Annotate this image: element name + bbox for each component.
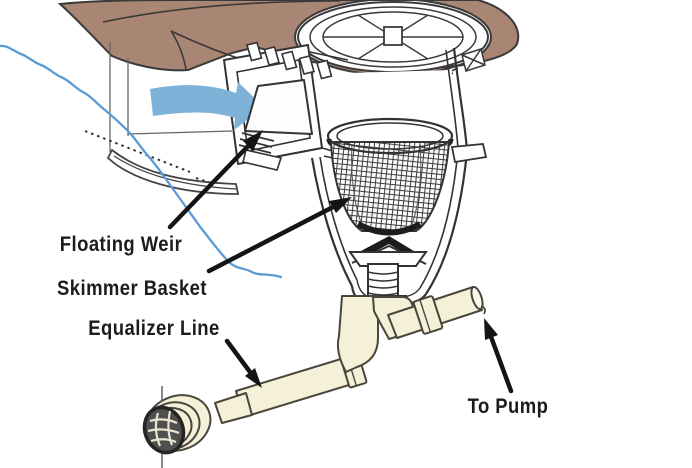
equalizer-line-arrow-icon (224, 338, 262, 388)
pump-pipe-open-end (470, 285, 484, 311)
plumbing (142, 285, 486, 455)
louver-fins (246, 41, 333, 80)
lid-handle (383, 26, 403, 46)
annotation-arrows (167, 130, 514, 394)
to-pump-label: To Pump (467, 395, 549, 418)
skimmer-drop-elbow (336, 295, 379, 373)
pump-coupling (412, 295, 444, 335)
floating-weir-arrow-icon (167, 130, 263, 230)
basket-mesh (329, 141, 451, 232)
skimmer-basket-arrow-icon (206, 197, 352, 274)
skimmer-basket-label: Skimmer Basket (57, 277, 207, 300)
rim-tab (450, 143, 488, 164)
pool-deck (57, 0, 520, 76)
to-pump-arrow-icon (484, 318, 514, 394)
skimmer-lid (297, 1, 489, 91)
pipe-threads (367, 271, 399, 296)
pool-wall (84, 42, 240, 195)
floating-weir-flap (238, 79, 313, 171)
lid-spokes (323, 14, 463, 60)
equalizer-wall-fitting (142, 394, 212, 455)
equalizer-neck (214, 392, 253, 424)
wall-lip (106, 148, 240, 195)
section-cut-mark (461, 48, 486, 72)
basket-rim (326, 117, 454, 155)
water-flow-arrow-icon (150, 82, 264, 130)
floating-weir-label: Floating Weir (59, 233, 183, 256)
equalizer-line-label: Equalizer Line (88, 317, 220, 340)
